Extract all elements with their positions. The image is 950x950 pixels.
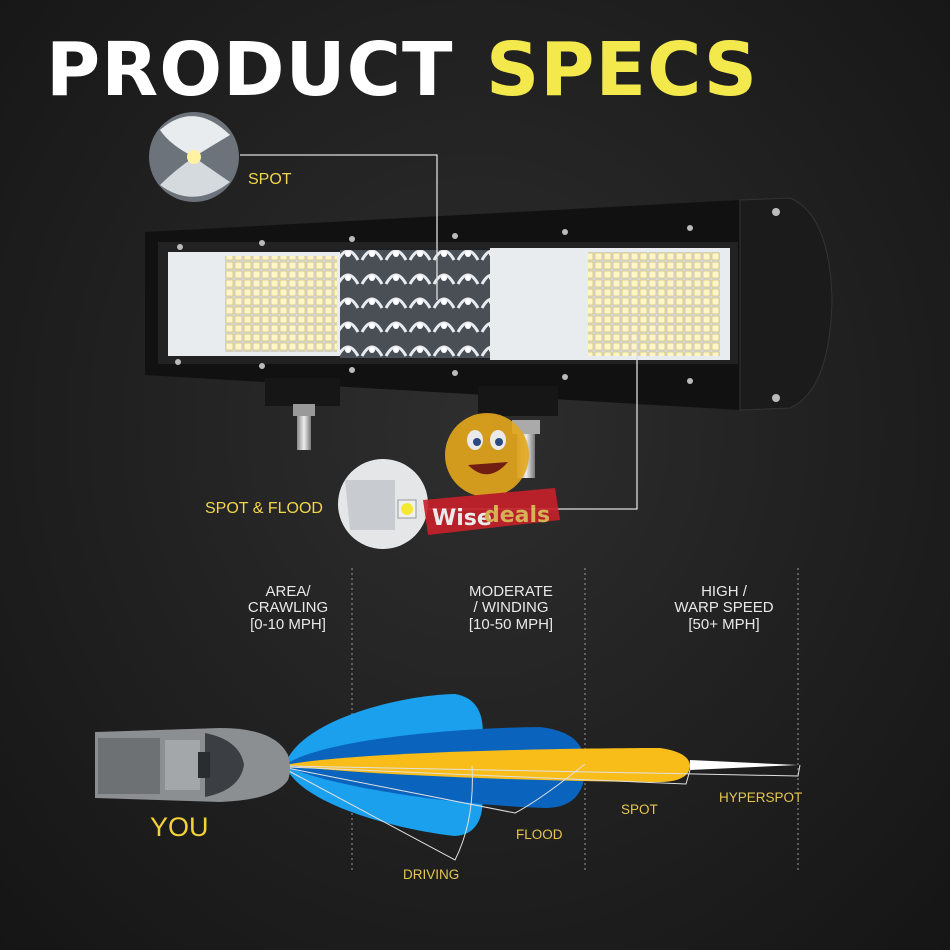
spot-callout-line	[240, 154, 438, 300]
zone-area-crawling: AREA/ CRAWLING [0-10 MPH]	[248, 583, 328, 633]
svg-text:[0-10 MPH]: [0-10 MPH]	[250, 616, 326, 633]
truck-you	[95, 728, 290, 802]
svg-text:[50+ MPH]: [50+ MPH]	[688, 616, 759, 633]
hyperspot-label: HYPERSPOT	[719, 790, 802, 805]
svg-text:/ WINDING: / WINDING	[474, 599, 549, 616]
led-light-bar	[145, 197, 833, 478]
spot-closeup	[149, 112, 239, 202]
svg-text:[10-50 MPH]: [10-50 MPH]	[469, 616, 553, 633]
title-product: PRODUCT	[46, 27, 453, 113]
driving-label: DRIVING	[403, 867, 459, 882]
svg-text:AREA/: AREA/	[265, 583, 311, 600]
spot-flood-closeup	[338, 459, 428, 549]
svg-text:MODERATE: MODERATE	[469, 583, 553, 600]
svg-text:CRAWLING: CRAWLING	[248, 599, 328, 616]
spot-label: SPOT	[248, 171, 292, 188]
flood-label: FLOOD	[516, 827, 563, 842]
svg-text:Wise: Wise	[432, 506, 492, 531]
spot-beam	[285, 748, 690, 782]
svg-text:WARP SPEED: WARP SPEED	[674, 599, 773, 616]
spot-flood-label: SPOT & FLOOD	[205, 500, 323, 517]
spot-beam-label: SPOT	[621, 802, 658, 817]
mounting-bolt	[297, 416, 311, 450]
zone-high-warp-speed: HIGH / WARP SPEED [50+ MPH]	[674, 583, 773, 633]
svg-text:deals: deals	[484, 503, 550, 528]
title-specs: SPECS	[486, 27, 758, 113]
center-spot-module	[340, 250, 490, 358]
svg-text:HIGH /: HIGH /	[701, 583, 748, 600]
you-label: YOU	[150, 812, 209, 842]
beam-leader-lines	[286, 763, 801, 861]
wisedeals-watermark-logo: Wise deals	[423, 413, 560, 535]
hyperspot-beam	[690, 760, 798, 770]
zone-moderate-winding: MODERATE / WINDING [10-50 MPH]	[469, 583, 553, 633]
